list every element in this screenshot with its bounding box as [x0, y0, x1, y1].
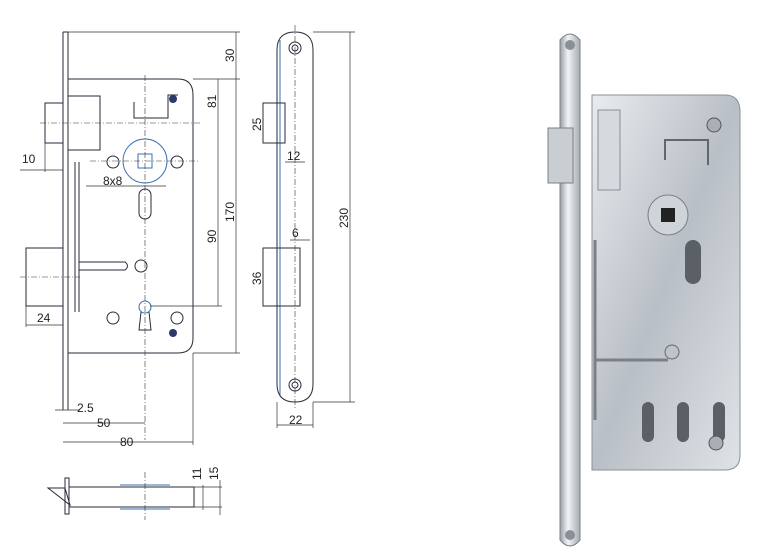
- dim-30: 30: [223, 48, 237, 62]
- dim-15: 15: [207, 466, 221, 480]
- dim-22: 22: [289, 413, 303, 427]
- front-view: [20, 31, 200, 440]
- forend-view: [262, 25, 355, 428]
- dim-170: 170: [223, 202, 237, 222]
- dim-8x8: 8x8: [103, 174, 123, 188]
- dim-80: 80: [120, 435, 134, 449]
- dim-81: 81: [205, 94, 219, 108]
- dim-90: 90: [205, 229, 219, 243]
- dimension-lines: [20, 31, 240, 445]
- dim-10: 10: [22, 152, 36, 166]
- dim-36: 36: [250, 271, 264, 285]
- dim-11: 11: [190, 467, 204, 480]
- dim-230: 230: [337, 208, 351, 228]
- dim-25: 25: [250, 117, 264, 131]
- dim-24: 24: [37, 311, 51, 325]
- dim-2-5: 2.5: [77, 401, 94, 415]
- bottom-view: [46, 472, 222, 520]
- dim-50: 50: [97, 416, 111, 430]
- dim-6: 6: [292, 226, 299, 240]
- mortise-lock-photo: [547, 33, 741, 547]
- dim-12: 12: [287, 149, 301, 163]
